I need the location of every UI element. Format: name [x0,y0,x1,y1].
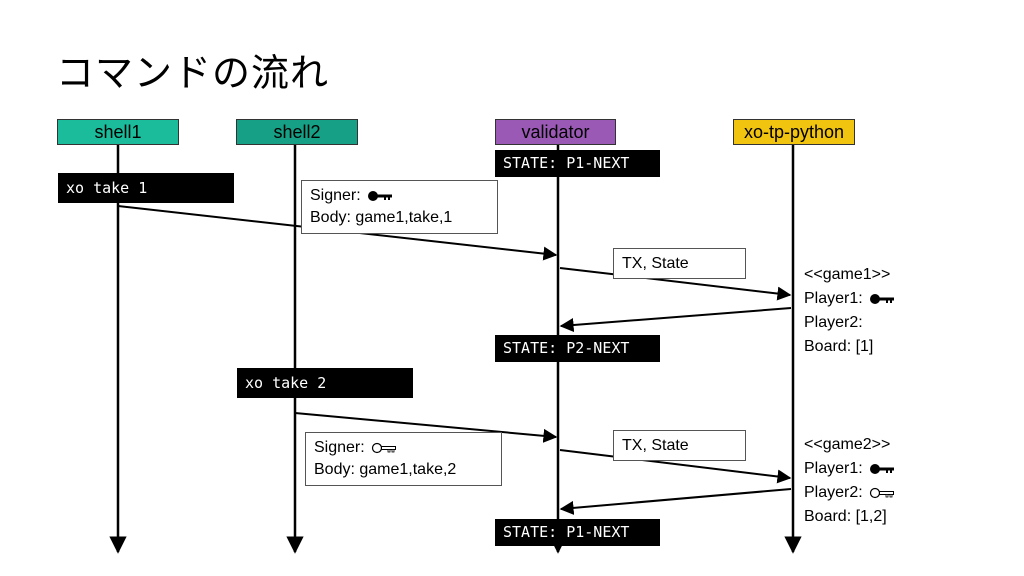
white-key-icon [372,442,397,453]
command-take-2: xo take 2 [237,368,413,398]
page-title: コマンドの流れ [56,51,330,95]
black-key-icon [870,293,895,304]
game1-name: <<game1>> [804,266,891,283]
actor-shell1-label: shell1 [94,122,142,142]
tx-state-note-2: TX, State [613,430,746,461]
game2-name: <<game2>> [804,436,891,453]
return-state2-arrow [559,488,792,515]
actor-xo-tp-python: xo-tp-python [733,119,855,145]
game2-board: Board: [1,2] [804,508,887,525]
black-key-icon [368,190,393,201]
game1-board: Board: [1] [804,338,874,355]
game2-player1: Player1: [804,460,863,477]
actor-shell2-label: shell2 [273,122,321,142]
forward-tx1-arrow [559,267,792,301]
state-badge-3: STATE: P1-NEXT [495,519,660,546]
tx-note-1-body: Body: game1,take,1 [310,209,453,226]
actor-shell2: shell2 [236,119,358,145]
return-state1-arrow [559,307,792,332]
tx-note-2-body: Body: game1,take,2 [314,461,457,478]
actor-validator-label: validator [521,122,590,142]
state-badge-1: STATE: P1-NEXT [495,150,660,177]
white-key-icon [870,487,895,498]
tx-state-note-1: TX, State [613,248,746,279]
tx-note-1-signer: Signer: [310,187,361,204]
game1-state: <<game1>> Player1: Player2: Board: [1] [804,263,895,359]
tx-note-1: Signer: Body: game1,take,1 [301,180,498,234]
tx-note-2: Signer: Body: game1,take,2 [305,432,502,486]
tx-note-2-signer: Signer: [314,439,365,456]
submit-tx2-arrow [294,412,558,443]
game1-player1: Player1: [804,290,863,307]
game1-player2: Player2: [804,314,863,331]
actor-validator: validator [495,119,616,145]
command-take-1: xo take 1 [58,173,234,203]
actor-xo-tp-python-label: xo-tp-python [743,122,845,142]
forward-tx2-arrow [559,449,792,484]
game2-state: <<game2>> Player1: Player2: Board: [1,2] [804,433,895,529]
game2-player2: Player2: [804,484,863,501]
black-key-icon [870,463,895,474]
state-badge-2: STATE: P2-NEXT [495,335,660,362]
actor-shell1: shell1 [57,119,179,145]
